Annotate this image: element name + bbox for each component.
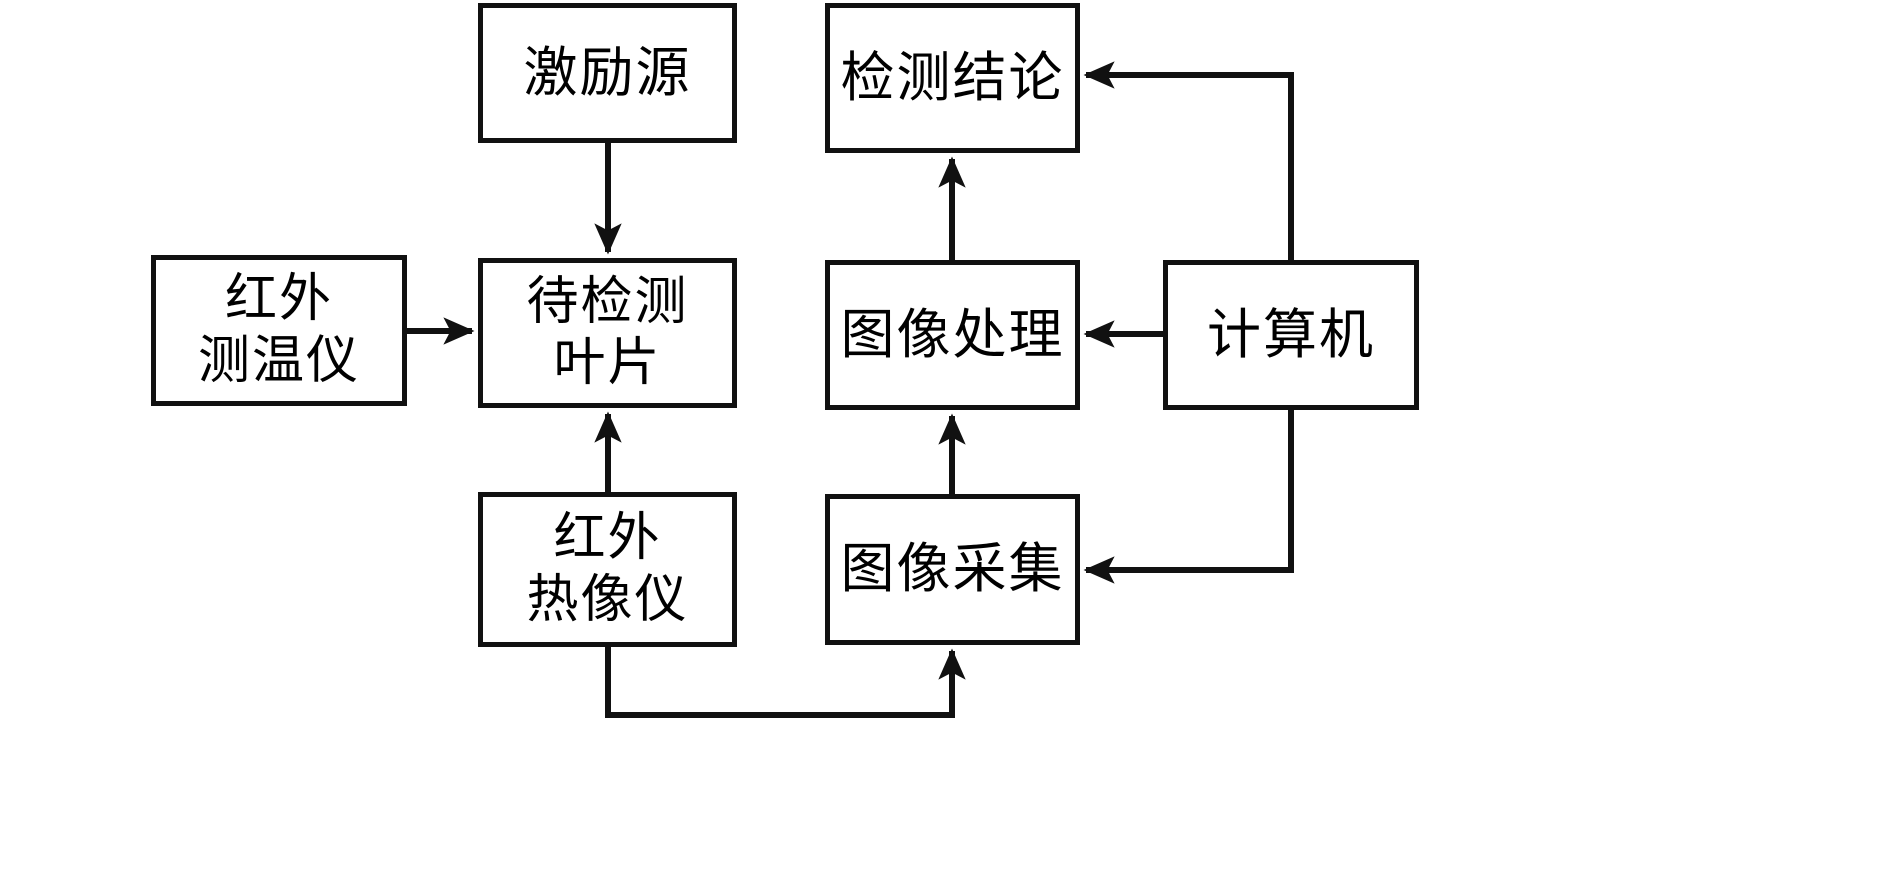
node-image-acquisition[interactable]: 图像采集 [825,494,1080,645]
node-label: 红外 热像仪 [526,508,689,630]
node-label: 待检测 叶片 [526,271,689,393]
node-computer[interactable]: 计算机 [1163,260,1419,410]
node-excitation-source[interactable]: 激励源 [478,3,737,143]
node-label: 红外 测温仪 [197,269,360,391]
edge-computer-to-acquisition [1083,410,1294,584]
edge-thermal-imager-to-acquisition [605,647,966,718]
node-label: 图像处理 [840,302,1065,366]
node-label: 激励源 [523,40,692,104]
node-test-conclusion[interactable]: 检测结论 [825,3,1080,153]
node-infrared-thermal-imager[interactable]: 红外 热像仪 [478,492,737,647]
node-blade-under-test[interactable]: 待检测 叶片 [478,258,737,408]
edge-computer-to-conclusion [1083,61,1294,260]
node-label: 图像采集 [840,537,1065,601]
node-label: 检测结论 [840,45,1065,109]
node-image-processing[interactable]: 图像处理 [825,260,1080,410]
node-label: 计算机 [1207,302,1375,366]
node-infrared-thermometer[interactable]: 红外 测温仪 [151,255,407,406]
